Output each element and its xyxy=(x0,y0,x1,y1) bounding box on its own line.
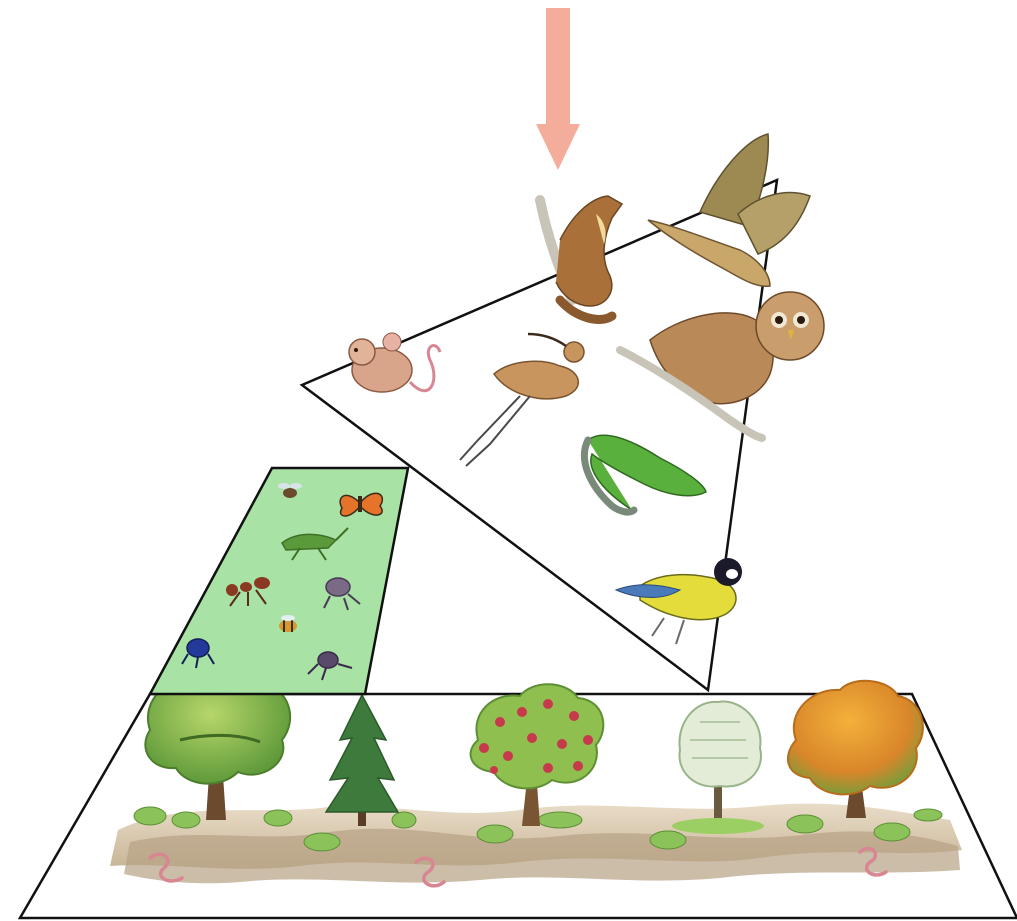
invertebrates-tier xyxy=(150,468,408,694)
energy-arrow xyxy=(536,8,580,170)
producers-tier xyxy=(20,668,1017,918)
bee xyxy=(279,615,297,632)
